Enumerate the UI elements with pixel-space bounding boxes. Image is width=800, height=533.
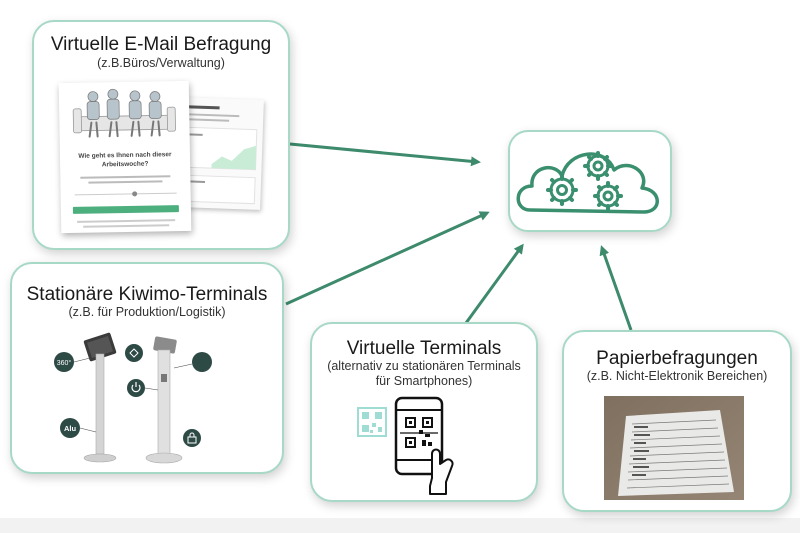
arrow-paper-to-cloud <box>599 245 633 331</box>
stationary-terminals-card: Stationäre Kiwimo-Terminals (z.B. für Pr… <box>10 262 284 474</box>
arrow-virtual-to-cloud <box>464 243 524 324</box>
paper-card-subtitle: (z.B. Nicht-Elektronik Bereichen) <box>586 369 768 383</box>
survey-illustration <box>72 88 179 228</box>
tablet-stand-terminal <box>83 332 117 463</box>
kiwimo-terminals-illustration: 360° Alu <box>54 332 212 464</box>
paper-surveys-card: Papierbefragungen (z.B. Nicht-Elektronik… <box>562 330 792 512</box>
virtual-card-subtitle-line2: für Smartphones) <box>375 374 473 388</box>
paper-survey-photo <box>604 396 744 500</box>
survey-question-page: Wie geht es Ihnen nach dieser Arbeitswoc… <box>58 80 192 234</box>
virtual-card-title: Virtuelle Terminals <box>346 338 502 359</box>
email-survey-card: Virtuelle E-Mail Befragung (z.B.Büros/Ve… <box>32 20 290 250</box>
paper-card-title: Papierbefragungen <box>596 348 758 369</box>
arrow-terminals-to-cloud <box>285 211 490 306</box>
badge-alu-label: Alu <box>64 424 77 433</box>
feature-badges <box>54 344 212 447</box>
email-card-title: Virtuelle E-Mail Befragung <box>50 34 272 55</box>
pillar-terminal <box>145 336 183 464</box>
email-card-subtitle: (z.B.Büros/Verwaltung) <box>97 56 225 70</box>
badge-360-label: 360° <box>57 359 72 367</box>
qr-code-icon <box>357 407 387 437</box>
terminals-card-title: Stationäre Kiwimo-Terminals <box>26 284 268 305</box>
virtual-terminals-card: Virtuelle Terminals (alternativ zu stati… <box>310 322 538 502</box>
arrow-email-to-cloud <box>289 142 481 167</box>
cloud-gears-icon <box>516 151 659 214</box>
cloud-processing-box <box>508 130 672 232</box>
virtual-card-subtitle-line1: (alternativ zu stationären Terminals <box>327 359 521 373</box>
smartphone-qr-icon <box>357 396 454 495</box>
terminals-card-subtitle: (z.B. für Produktion/Logistik) <box>68 305 226 319</box>
